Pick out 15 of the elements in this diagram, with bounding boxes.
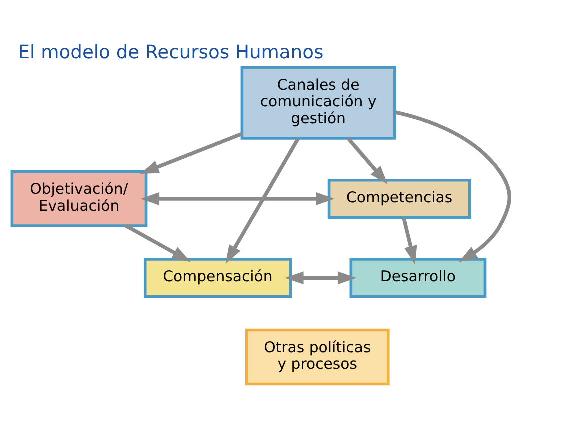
arrow <box>394 110 512 262</box>
arrow <box>402 216 418 264</box>
node-box: Otras políticas y procesos <box>245 328 390 386</box>
node-box: Objetivación/ Evaluación <box>10 170 148 227</box>
node-box: Canales de comunicación y gestión <box>240 66 396 140</box>
arrow <box>285 271 357 284</box>
node-box: Desarrollo <box>350 258 487 298</box>
arrow <box>140 192 335 205</box>
node-box: Compensación <box>144 258 292 298</box>
diagram-title: El modelo de Recursos Humanos <box>18 42 324 63</box>
node-box: Competencias <box>328 178 472 218</box>
arrow <box>346 136 388 184</box>
arrow <box>140 132 243 174</box>
arrow <box>125 224 191 262</box>
arrow <box>226 137 300 264</box>
